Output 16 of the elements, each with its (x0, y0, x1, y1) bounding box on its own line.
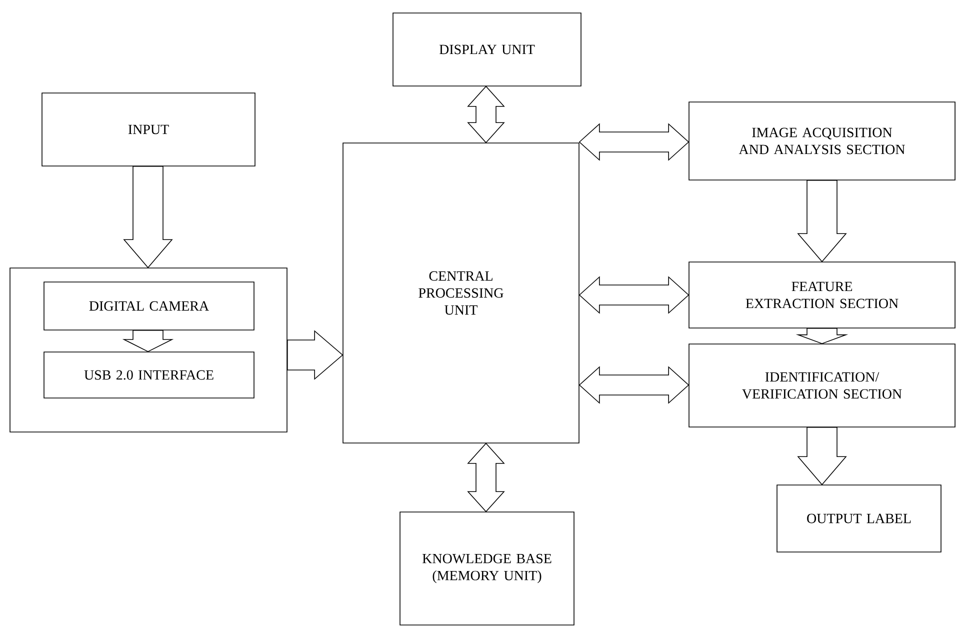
block-arrow (123, 166, 173, 268)
process-box: IMAGE ACQUISITION AND ANALYSIS SECTION (688, 102, 956, 180)
process-box: IDENTIFICATION/ VERIFICATION SECTION (688, 344, 956, 428)
block-arrow (122, 330, 174, 352)
process-box: KNOWLEDGE BASE (MEMORY UNIT) (400, 512, 574, 626)
block-arrow (797, 180, 847, 262)
process-box: USB 2.0 INTERFACE (44, 352, 254, 398)
block-arrow (797, 427, 847, 486)
block-arrow (796, 328, 848, 344)
process-box: OUTPUT LABEL (776, 484, 942, 552)
process-box: CENTRAL PROCESSING UNIT (342, 142, 580, 444)
process-box: FEATURE EXTRACTION SECTION (688, 262, 956, 328)
process-box: DISPLAY UNIT (392, 12, 582, 86)
block-arrow (287, 330, 344, 380)
process-box: INPUT (42, 92, 256, 166)
process-box: DIGITAL CAMERA (44, 282, 254, 330)
